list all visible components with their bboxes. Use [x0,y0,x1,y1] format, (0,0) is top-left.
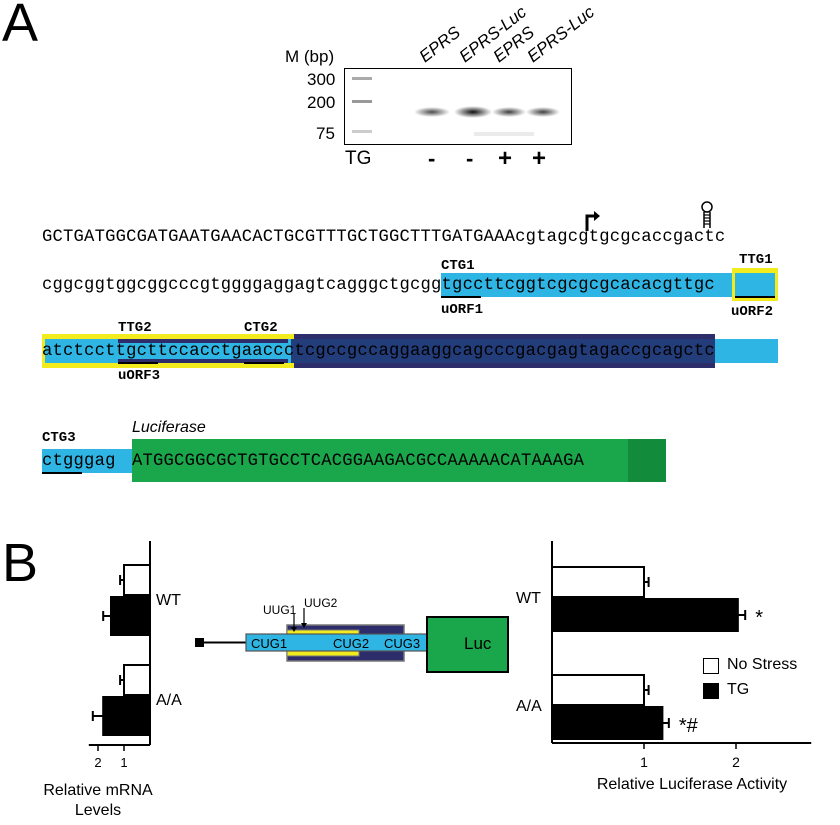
uorf2-label: uORF2 [731,304,774,320]
ctg2-underline [244,362,284,364]
gel-image [344,68,572,145]
gel-treatment-lane2: - [466,146,474,171]
sequence-line-2: cggcggtggcggcccgtggggaggagtcagggctgcggtg… [42,276,715,295]
mrna-levels-chart: 2 1 WT A/A Relative mRNA Levels [43,541,182,819]
mrna-bar-no-stress [123,564,151,596]
schematic-uug1-label: UUG1 [263,603,297,617]
schematic-cug3-label: CUG3 [384,636,421,651]
mrna-bar-no-stress [123,664,151,696]
schematic-uug2-label: UUG2 [304,596,338,610]
mrna-category-label: A/A [156,692,182,709]
seq-uorf2-start-inner [735,273,775,297]
luc-bar-tg [551,706,664,740]
legend-no-stress-label: No Stress [727,656,798,673]
gel-lane-1-label: EPRS [415,22,464,67]
sequence-line-1: GCTGATGGCGATGAATGAACACTGCGTTTGCTGGCTTTGA… [42,228,726,247]
luc-significance-annotation: *# [679,715,699,737]
gel-treatment-lane1: - [428,146,436,171]
gel-treatment-lane3: + [498,145,513,172]
gel-ladder-band-200 [352,100,372,103]
reporter-schematic [195,608,509,673]
gel-treatment-lane4: + [532,145,547,172]
legend-tg-label: TG [727,681,750,698]
panel-a-letter: A [2,0,39,53]
legend-no-stress-swatch [703,658,719,674]
tss-arrow-icon [585,211,600,231]
gel-ladder-band-300 [352,77,372,80]
schematic-cug2-label: CUG2 [333,636,370,651]
schematic-cap [195,638,204,647]
ctg2-label: CTG2 [244,320,278,336]
gel-marker-200: 200 [307,93,336,112]
ttg1-underline [735,296,775,298]
seq-uorf3-dark-tail [291,339,715,363]
gel-band-lane4 [526,107,560,117]
ctg1-label: CTG1 [441,258,475,274]
seq-luciferase-stop-highlight [628,439,666,482]
hairpin-icon [701,201,713,228]
gel-band-lane3 [492,107,526,117]
seq-luciferase-highlight [132,439,666,482]
mrna-x-axis-label-line1: Relative mRNA [43,782,153,799]
panel-b-letter: B [2,533,39,593]
gel-marker-header: M (bp) [285,47,335,66]
gel-marker-300: 300 [307,70,336,89]
luc-category-label: A/A [516,698,542,715]
uorf3-label: uORF3 [118,368,161,384]
luciferase-label: Luciferase [132,419,206,436]
sequence-line-4-prefix: ctgggag [42,452,116,471]
gel-treatment-label: TG [345,148,372,169]
ctg1-underline [441,296,481,298]
ttg1-label: TTG1 [739,252,773,268]
luc-x-tick-label: 1 [640,754,648,770]
mrna-x-axis-label-line2: Levels [75,802,121,819]
ctg3-underline [42,472,82,474]
gel-band-lane1 [414,107,450,117]
uorf1-label: uORF1 [441,302,484,318]
ttg2-underline [118,362,158,364]
gel-ladder-band-75 [352,130,372,133]
mrna-bar-tg [102,696,151,736]
seq-uorf1-highlight [441,273,777,297]
luc-x-tick-label: 2 [732,754,740,770]
luc-bar-no-stress [551,566,645,598]
luc-bar-no-stress [551,674,645,706]
legend-tg-swatch [703,683,719,699]
mrna-category-label: WT [156,592,181,609]
ttg2-label: TTG2 [118,320,152,336]
sequence-line-4-luciferase: ATGGCGGCGCTGTGCCTCACGGAAGACGCCAAAAACATAA… [132,452,585,471]
luc-bar-tg [551,598,739,632]
schematic-luc-box [426,616,509,673]
ctg3-label: CTG3 [42,430,76,446]
sequence-line-3: atctccttgcttccacctgaaccctcgccgccaggaaggc… [42,342,715,361]
mrna-x-tick-label: 1 [120,755,127,770]
schematic-cug1-label: CUG1 [251,636,288,651]
luc-category-label: WT [516,590,541,607]
seq-uorf3-dark-inner-bottom [118,359,288,363]
luc-significance-annotation: * [755,607,763,629]
seq-line4-blue-bg [42,449,138,473]
seq-uorf3-dark-inner [118,339,288,343]
gel-band-lane2 [454,106,492,118]
mrna-x-tick-label: 2 [94,755,101,770]
luc-x-axis-label: Relative Luciferase Activity [597,776,787,793]
schematic-luc-label: Luc [464,634,492,653]
mrna-bar-tg [110,596,151,636]
gel-marker-75: 75 [316,124,335,143]
luciferase-activity-chart: 1 2 * WT *# A/A Relative Luciferase Activity [516,541,812,793]
